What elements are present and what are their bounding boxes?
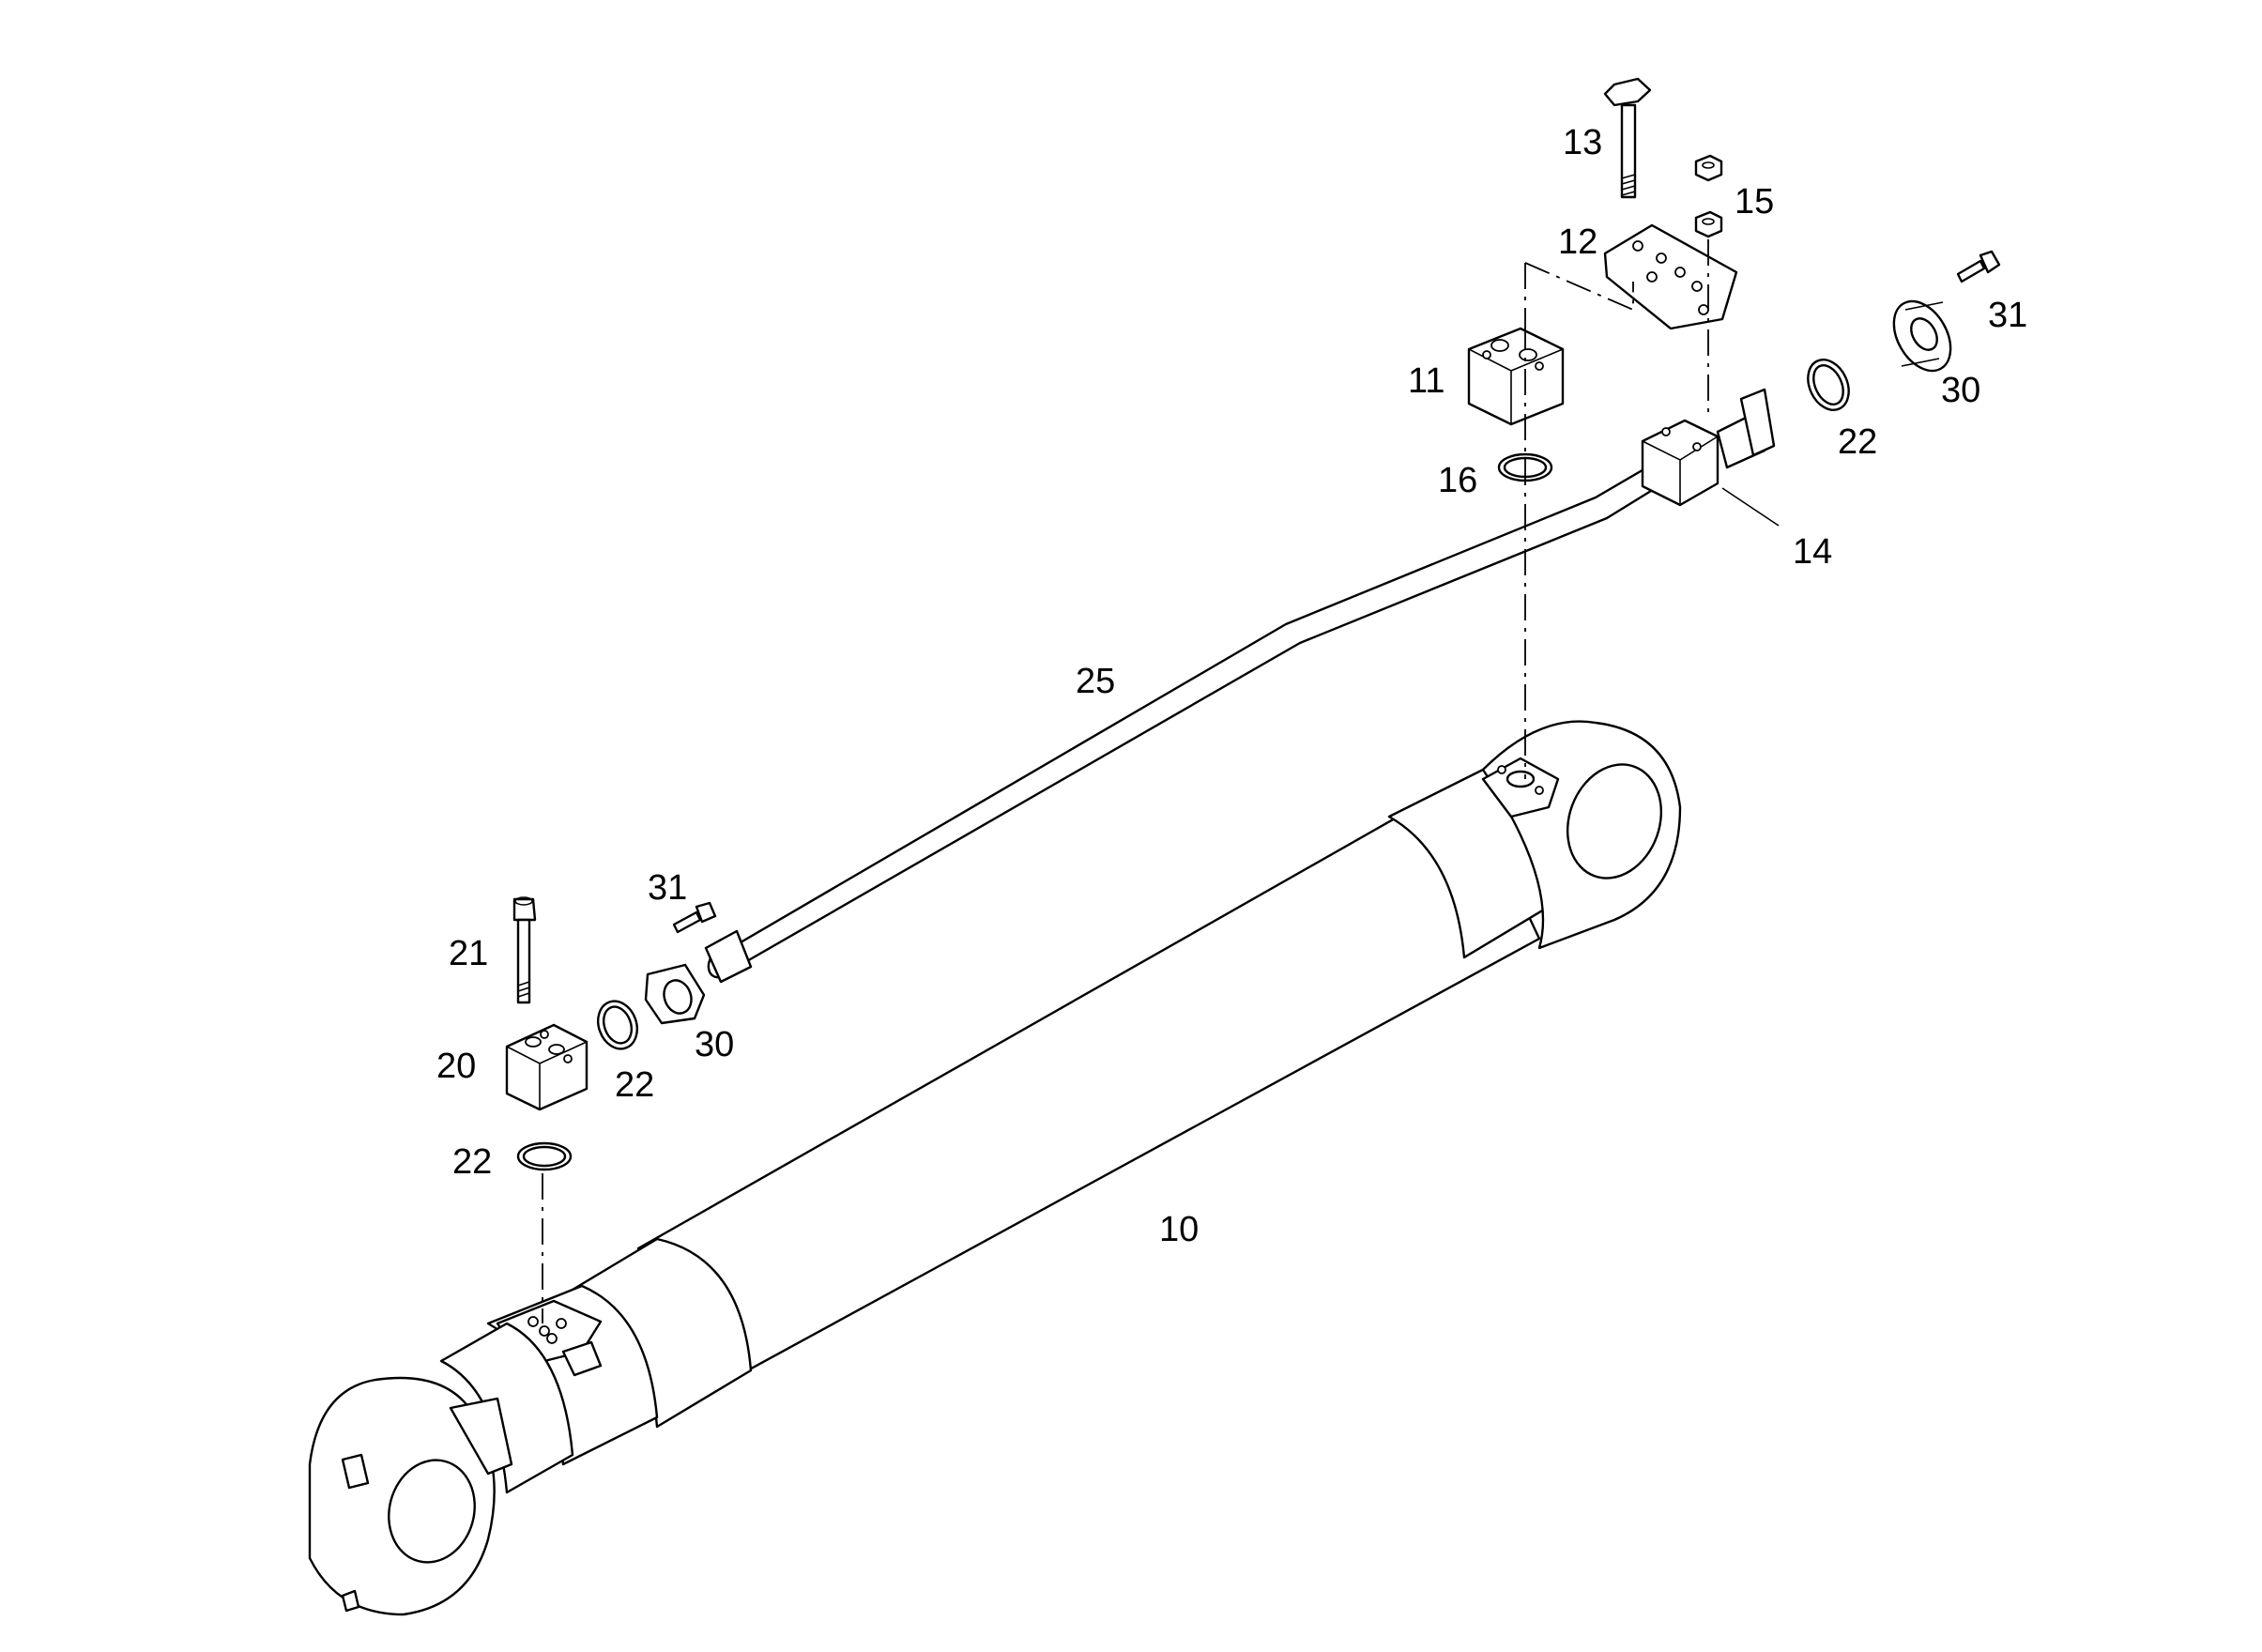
clamp-plate <box>1603 223 1738 330</box>
bolt-13 <box>1603 77 1652 199</box>
split-flange-30-left <box>644 963 706 1025</box>
o-ring-22-right <box>1807 359 1850 411</box>
callouts: 10 11 12 13 14 15 16 20 21 22 22 22 25 3… <box>436 123 2027 1249</box>
hydraulic-tube <box>704 463 1665 984</box>
callout-14: 14 <box>1793 532 1832 572</box>
callout-25: 25 <box>1076 662 1115 701</box>
hydraulic-cylinder <box>308 720 1682 1616</box>
callout-15: 15 <box>1735 182 1774 222</box>
callout-16: 16 <box>1438 461 1477 500</box>
callout-22-lower: 22 <box>452 1142 492 1182</box>
flange-block <box>1641 388 1776 507</box>
callout-10: 10 <box>1159 1210 1199 1249</box>
o-ring-22-left <box>597 1000 638 1050</box>
callout-12: 12 <box>1558 222 1597 262</box>
assembly-lines <box>542 239 1709 1323</box>
screw-31-right <box>1956 250 2001 283</box>
callout-13: 13 <box>1563 123 1602 162</box>
callout-20: 20 <box>436 1047 476 1086</box>
nuts-15 <box>1694 154 1723 238</box>
callout-31-left: 31 <box>648 868 687 908</box>
callout-11: 11 <box>1408 361 1444 401</box>
callout-30-left: 30 <box>695 1025 734 1064</box>
callout-30-right: 30 <box>1941 371 1980 410</box>
split-flange-30-right <box>1892 299 1952 373</box>
bolt-21 <box>512 896 537 1004</box>
callout-21: 21 <box>449 934 488 973</box>
callout-31-right: 31 <box>1988 296 2027 335</box>
callout-22-right: 22 <box>1838 422 1877 462</box>
callout-22-left: 22 <box>615 1065 654 1105</box>
block-11 <box>1467 327 1565 426</box>
screw-31-left <box>672 901 717 934</box>
block-20 <box>505 1023 588 1111</box>
